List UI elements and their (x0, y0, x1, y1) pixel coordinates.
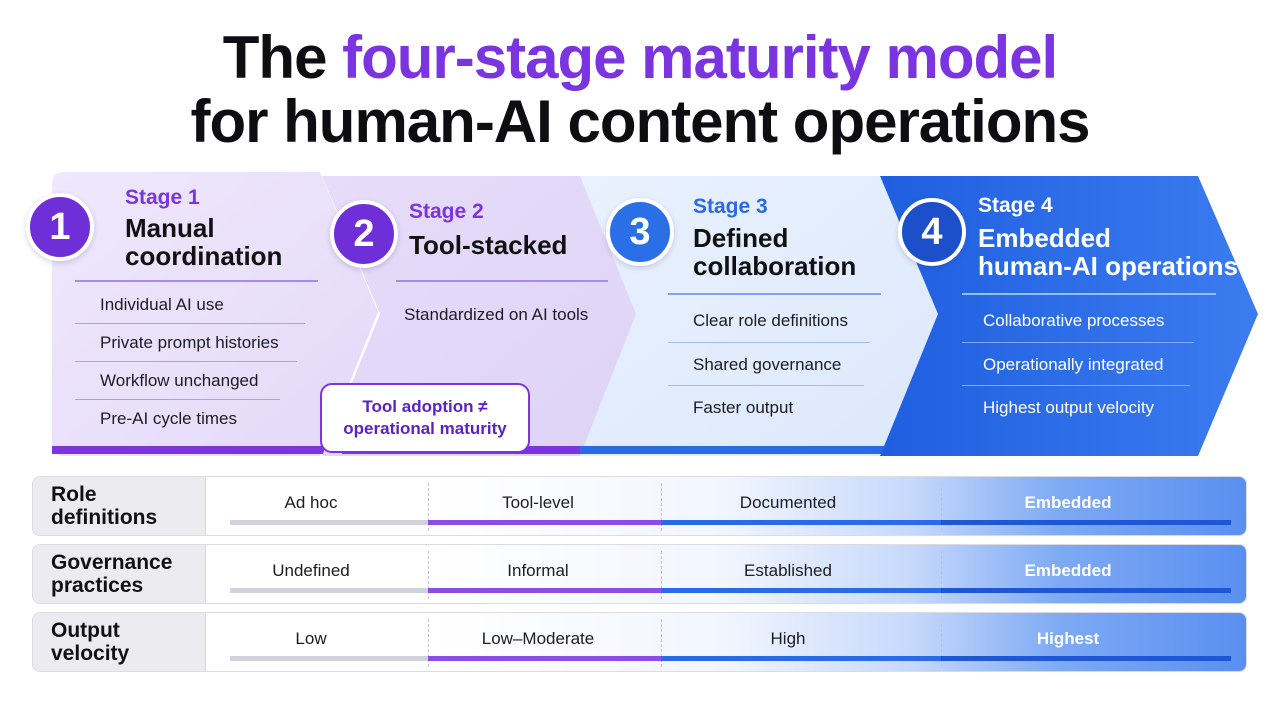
table-row-governance-practices: Governance practices Undefined Informal … (32, 544, 1247, 604)
row-header-line1: Role definitions (51, 483, 158, 529)
stage-4-bullet-divider-2 (962, 385, 1190, 386)
cell-stage-3: High (770, 629, 806, 648)
cell-stage-1: Undefined (272, 561, 350, 580)
cell-stage-4: Embedded (1024, 493, 1112, 512)
stage-2-label: Stage 2 (409, 200, 484, 223)
stage-1-name-line1: Manual (125, 213, 215, 243)
stage-1-name-line2: coordination (125, 241, 283, 271)
cell-stage-3: Established (744, 561, 832, 580)
stage-1-bullet-divider-1 (75, 323, 305, 324)
stage-2-number-badge: 2 (330, 200, 398, 268)
cell-stage-2: Informal (507, 561, 569, 580)
bar-stage-4 (941, 520, 1231, 525)
stage-1-bullet-divider-2 (75, 361, 297, 362)
bar-stage-1 (230, 656, 428, 661)
stage-1-bullet-3: Workflow unchanged (100, 371, 259, 390)
stage-1-chevron-shape (52, 172, 378, 456)
table-row-role-definitions: Role definitions Ad hoc Tool-level Docum… (32, 476, 1247, 536)
column-separator (661, 483, 662, 531)
column-separator (941, 619, 942, 667)
stage-4-bullet-divider-1 (962, 342, 1194, 343)
bar-stage-3 (661, 588, 941, 593)
row-header-line2: practices (51, 574, 144, 597)
bar-stage-4 (941, 588, 1231, 593)
stage-4-bullet-3: Highest output velocity (983, 398, 1155, 417)
bar-stage-3 (661, 520, 941, 525)
stage-1-divider (75, 280, 318, 282)
column-separator (661, 551, 662, 599)
page-title: The four-stage maturity model for human-… (0, 26, 1280, 154)
stage-1-bullet-divider-3 (75, 399, 280, 400)
title-prefix: The (222, 24, 343, 91)
bar-stage-2 (428, 588, 661, 593)
stage-4-chevron-shape (880, 176, 1258, 456)
row-header-line2: velocity (51, 642, 130, 665)
stage-1-number-badge: 1 (26, 193, 94, 261)
row-header: Output velocity (33, 613, 206, 671)
row-header-line1: Governance (51, 551, 173, 574)
stage-2-bullet-1: Standardized on AI tools (404, 305, 589, 324)
bar-stage-1 (230, 588, 428, 593)
stage-2-callout: Tool adoption ≠ operational maturity (320, 383, 530, 453)
stage-1-bullet-4: Pre-AI cycle times (100, 409, 237, 428)
cell-stage-2: Low–Moderate (481, 629, 595, 648)
column-separator (941, 551, 942, 599)
stage-3-bullet-2: Shared governance (693, 355, 842, 374)
stage-2-divider (396, 280, 608, 282)
stage-4-bullet-2: Operationally integrated (983, 355, 1164, 374)
cell-stage-4: Embedded (1024, 561, 1112, 580)
bar-stage-3 (661, 656, 941, 661)
stage-3-bullet-divider-2 (668, 385, 864, 386)
stage-4-name-line2: human-AI operations (978, 251, 1239, 281)
cell-stage-1: Ad hoc (284, 493, 338, 512)
stage-4-number-badge: 4 (898, 198, 966, 266)
bar-stage-2 (428, 656, 661, 661)
stage-4-card (880, 176, 1270, 456)
cell-stage-2: Tool-level (502, 493, 574, 512)
title-accent: four-stage maturity model (342, 24, 1058, 91)
stage-3-bullet-divider-1 (668, 342, 870, 343)
title-line-2: for human-AI content operations (190, 88, 1091, 155)
cell-stage-1: Low (295, 629, 327, 648)
column-separator (941, 483, 942, 531)
bar-stage-2 (428, 520, 661, 525)
row-gradient (206, 545, 1246, 603)
stage-3-name-line2: collaboration (693, 251, 857, 281)
stage-2-name-line1: Tool-stacked (409, 230, 568, 260)
stage-3-name-line1: Defined (693, 223, 789, 253)
stage-3-bullet-3: Faster output (693, 398, 794, 417)
row-header: Governance practices (33, 545, 206, 603)
stage-3-chevron-shape (580, 176, 944, 456)
column-separator (428, 619, 429, 667)
stage-4-name-line1: Embedded (978, 223, 1111, 253)
table-row-output-velocity: Output velocity Low Low–Moderate High Hi… (32, 612, 1247, 672)
title-line-1: The four-stage maturity model (0, 26, 1280, 90)
stage-1-label: Stage 1 (125, 186, 200, 209)
row-gradient (206, 613, 1246, 671)
row-header-line1: Output (51, 619, 120, 642)
stage-3-divider (668, 293, 881, 295)
column-separator (661, 619, 662, 667)
stage-4-bullet-1: Collaborative processes (983, 311, 1165, 330)
stage-3-bullet-1: Clear role definitions (693, 311, 848, 330)
bar-stage-1 (230, 520, 428, 525)
stage-1-bullet-1: Individual AI use (100, 295, 224, 314)
stage-3-card (580, 176, 960, 456)
callout-line-1: Tool adoption ≠ (362, 397, 488, 416)
callout-line-2: operational maturity (343, 419, 507, 438)
cell-stage-4: Highest (1036, 629, 1100, 648)
stage-1-card (52, 172, 382, 456)
bar-stage-4 (941, 656, 1231, 661)
cell-stage-3: Documented (739, 493, 837, 512)
stage-3-label: Stage 3 (693, 195, 768, 218)
row-header: Role definitions (33, 477, 206, 535)
column-separator (428, 551, 429, 599)
row-gradient (206, 477, 1246, 535)
stage-4-label: Stage 4 (978, 194, 1053, 217)
stage-1-bullet-2: Private prompt histories (100, 333, 279, 352)
stage-3-number-badge: 3 (606, 198, 674, 266)
stage-4-divider (962, 293, 1216, 295)
column-separator (428, 483, 429, 531)
